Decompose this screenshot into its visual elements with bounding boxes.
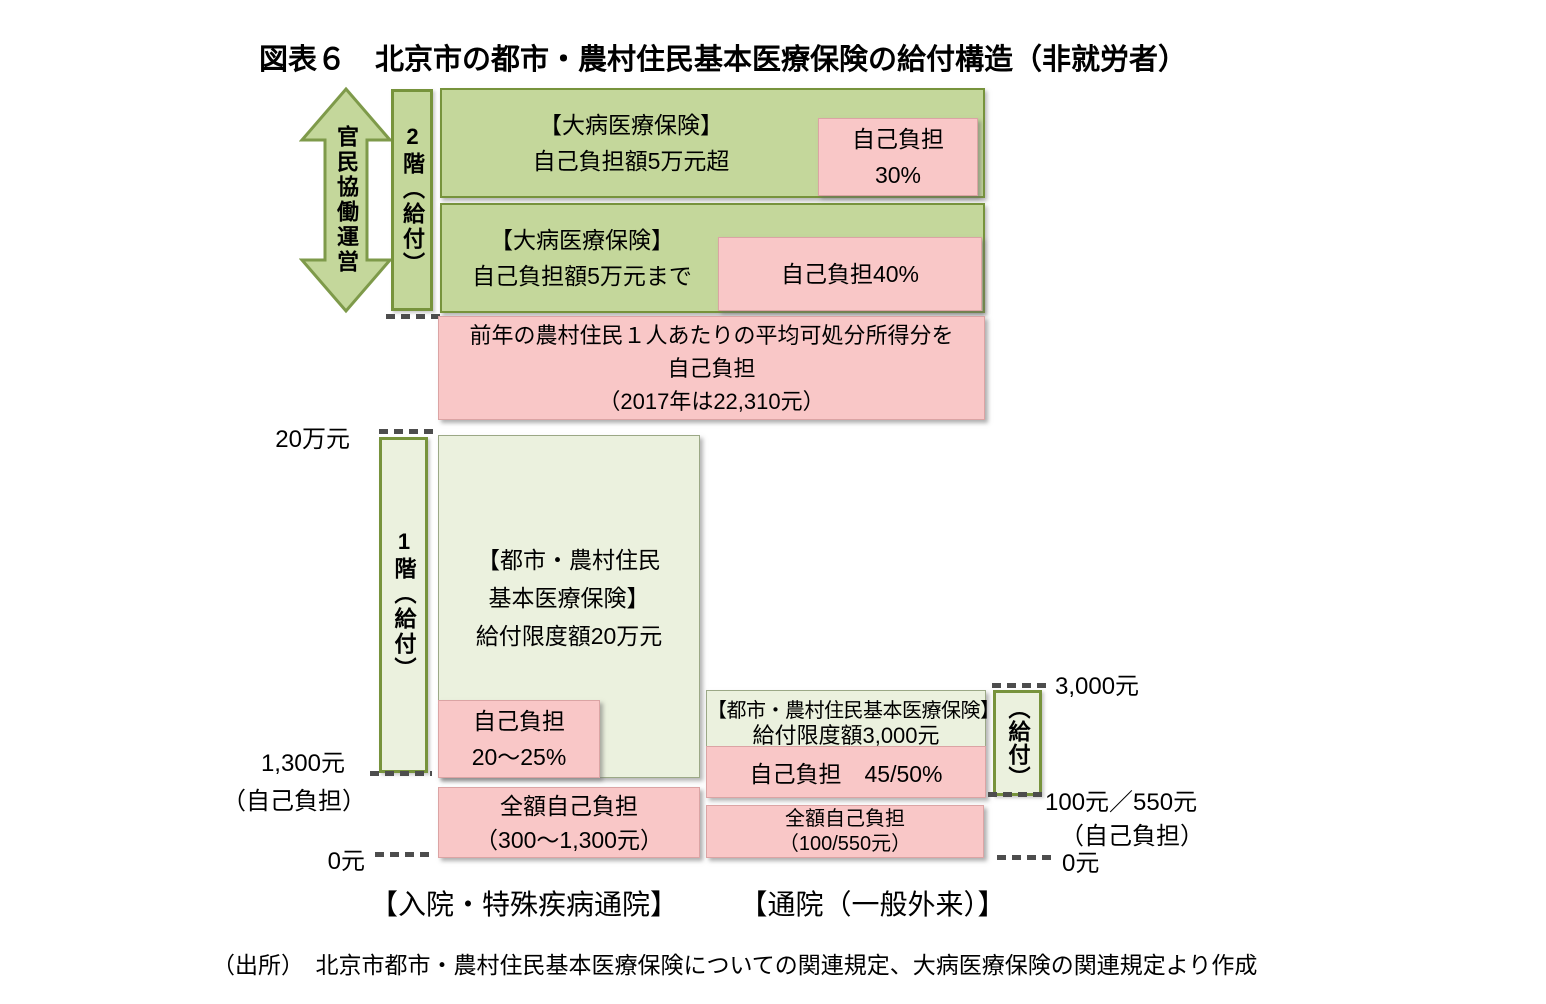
tier1-label-box: 1階（給付） [379,437,428,773]
basic-insurance-line3: 給付限度額20万元 [475,623,663,649]
copay-20-25-box: 自己負担 20～25% [438,700,600,778]
outpatient-insurance-line1: 【都市・農村住民基本医療保険】 [707,700,1000,722]
copay-45-50-box: 自己負担 45/50% [706,746,986,798]
axis-right-bottom-label: 0元 [1062,850,1100,877]
basic-insurance-text: 【都市・農村住民 基本医療保険】 給付限度額20万元 [439,541,699,655]
outpatient-insurance-box: 【都市・農村住民基本医療保険】 給付限度額3,000元 自己負担 45/50% [706,690,1000,798]
dash-100-550 [988,792,1042,797]
full-copay-outpatient-box: 全額自己負担 （100/550元） [706,805,984,858]
copay-40-box: 自己負担40% [718,237,982,311]
full-copay-inpatient-line1: 全額自己負担 [500,792,638,819]
catastrophic-over-line2: 自己負担額5万元超 [532,148,730,174]
tier1-label: 1階（給付） [391,528,417,682]
outpatient-benefit-label: （給付） [1005,697,1031,789]
tier1-suffix: 階（給付） [391,556,417,682]
deductible-line2: 自己負担 [667,355,756,381]
category-outpatient-label: 【通院（一般外来）】 [739,889,1006,920]
partnership-arrow-label-wrap: 官民協働運営 [299,86,393,314]
dash-1300 [370,771,432,776]
copay-20-25-line2: 20～25% [471,744,567,770]
deductible-box: 前年の農村住民１人あたりの平均可処分所得分を 自己負担 （2017年は22,31… [438,316,985,420]
basic-insurance-line1: 【都市・農村住民 [477,547,661,573]
copay-30-line2: 30% [874,162,922,188]
partnership-arrow: 官民協働運営 [298,86,394,314]
outpatient-benefit-box: （給付） [993,690,1042,796]
tier1-number: 1 [391,528,417,557]
full-copay-inpatient-line2: （300～1,300元） [475,826,663,853]
double-headed-arrow-icon [298,86,394,314]
axis-left-mid-note: （自己負担） [222,788,366,815]
full-copay-outpatient-line1: 全額自己負担 [785,807,905,830]
deductible-line3: （2017年は22,310元） [598,388,825,414]
partnership-arrow-label: 官民協働運営 [334,125,359,275]
catastrophic-over-line1: 【大病医療保険】 [539,112,723,138]
source-note: （出所） 北京市都市・農村住民基本医療保険についての関連規定、大病医療保険の関連… [212,952,1258,978]
tier2-number: 2 [400,123,425,152]
axis-left-bottom-label: 0元 [327,848,365,875]
copay-20-25-line1: 自己負担 [473,708,565,734]
basic-insurance-line2: 基本医療保険】 [488,585,650,611]
axis-left-mid-label: 1,300元 [260,750,345,777]
copay-30-box: 自己負担 30% [818,118,978,196]
outpatient-insurance-line2: 給付限度額3,000元 [752,723,940,748]
full-copay-inpatient-box: 全額自己負担 （300～1,300元） [438,787,700,858]
axis-right-mid-label: 100元／550元 [1045,789,1198,816]
tier2-label: 2階（給付） [400,123,425,277]
dash-0-right [997,855,1053,860]
dash-200k [379,429,439,434]
dash-0-left [375,852,433,857]
dash-tier2-bottom [386,314,441,319]
copay-30-line1: 自己負担 [852,126,944,152]
tier2-suffix: 階（給付） [400,151,425,277]
axis-right-top-label: 3,000元 [1055,673,1140,700]
axis-right-mid-note: （自己負担） [1060,823,1204,850]
catastrophic-over-box: 【大病医療保険】 自己負担額5万元超 自己負担 30% [440,88,985,198]
full-copay-outpatient-line2: （100/550元） [778,832,912,855]
axis-left-top-label: 20万元 [275,426,350,453]
category-inpatient-label: 【入院・特殊疾病通院】 [370,889,679,920]
copay-40-label: 自己負担40% [780,261,920,287]
catastrophic-upto-text: 【大病医療保険】 自己負担額5万元まで [442,205,722,311]
catastrophic-upto-box: 【大病医療保険】 自己負担額5万元まで 自己負担40% [440,203,985,313]
copay-45-50-label: 自己負担 45/50% [749,761,943,787]
deductible-line1: 前年の農村住民１人あたりの平均可処分所得分を [469,322,954,348]
tier2-label-box: 2階（給付） [391,89,433,311]
figure-title: 図表６ 北京市の都市・農村住民基本医療保険の給付構造（非就労者） [258,44,1187,76]
dash-3000 [992,683,1046,688]
catastrophic-upto-line1: 【大病医療保険】 [490,227,674,253]
catastrophic-upto-line2: 自己負担額5万元まで [472,263,692,289]
catastrophic-over-text: 【大病医療保険】 自己負担額5万元超 [442,90,820,196]
